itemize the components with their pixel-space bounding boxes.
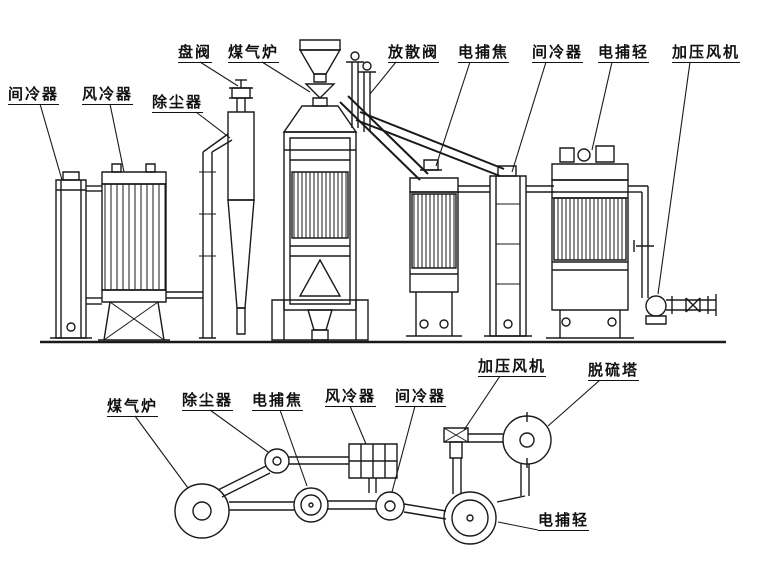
leader-lines bbox=[40, 62, 690, 530]
label-air-cooler-top: 风冷器 bbox=[82, 85, 134, 105]
intercooler-right-drawing bbox=[484, 166, 554, 336]
label-intercooler-left: 间冷器 bbox=[8, 85, 60, 105]
disc-valve-drawing bbox=[229, 80, 253, 98]
label-pressure-fan-bottom: 加压风机 bbox=[478, 357, 547, 377]
label-gas-furnace-bottom: 煤气炉 bbox=[107, 397, 159, 417]
label-tar-precipitator-top: 电捕焦 bbox=[458, 43, 510, 63]
vent-valve-drawing bbox=[346, 52, 376, 132]
label-intercooler-bottom: 间冷器 bbox=[395, 387, 447, 407]
light-oil-precipitator-drawing bbox=[546, 146, 648, 338]
label-light-oil-precipitator-top: 电捕轻 bbox=[598, 43, 650, 63]
intercooler-left-drawing bbox=[50, 172, 102, 338]
dust-remover-drawing bbox=[199, 98, 254, 338]
label-dust-remover-bottom: 除尘器 bbox=[182, 391, 234, 411]
pressure-fan-drawing bbox=[634, 240, 716, 324]
label-intercooler-right: 间冷器 bbox=[532, 43, 584, 63]
gas-furnace-drawing bbox=[272, 40, 368, 340]
label-air-cooler-bottom: 风冷器 bbox=[325, 387, 377, 407]
label-vent-valve: 放散阀 bbox=[388, 43, 440, 63]
label-light-oil-precipitator-bottom: 电捕轻 bbox=[538, 511, 590, 531]
label-pressure-fan-top: 加压风机 bbox=[672, 43, 741, 63]
label-dust-remover-top: 除尘器 bbox=[152, 93, 204, 113]
label-gas-furnace-top: 煤气炉 bbox=[228, 43, 280, 63]
gas-pipes-drawing bbox=[340, 96, 504, 180]
tar-precipitator-drawing bbox=[406, 160, 490, 336]
label-desulfurization-tower: 脱硫塔 bbox=[588, 361, 640, 381]
air-cooler-drawing bbox=[98, 164, 203, 340]
plan-view-drawing bbox=[175, 412, 551, 544]
label-disc-valve: 盘阀 bbox=[178, 43, 213, 63]
label-tar-precipitator-bottom: 电捕焦 bbox=[252, 391, 304, 411]
